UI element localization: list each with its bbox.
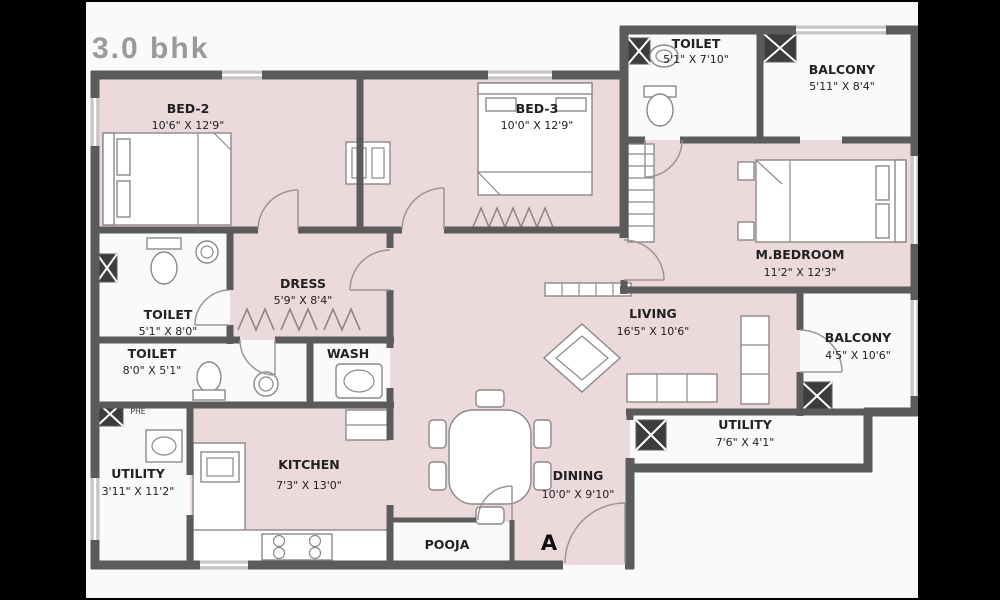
- toilet-mid-label: TOILET: [144, 307, 193, 322]
- kitchen-label: KITCHEN: [278, 457, 340, 472]
- utility-left-sink-icon: [145, 429, 183, 463]
- letterbox-right: [918, 0, 1000, 600]
- edge-line-bottom: [0, 598, 1000, 600]
- bed3-wardrobe-hatch: [472, 205, 554, 230]
- bed3-label: BED-3: [516, 101, 559, 116]
- master-bedroom-dims: 11'2" X 12'3": [764, 266, 837, 279]
- bed3-bed-icon: [477, 82, 593, 196]
- bed2-bed-icon: [102, 132, 232, 226]
- living-center-table-icon: [542, 323, 622, 393]
- pooja-floor: [393, 522, 512, 565]
- living-dims: 16'5" X 10'6": [617, 325, 690, 338]
- between-beds-shaft-icon: [345, 141, 391, 185]
- toilet-lower-dims: 8'0" X 5'1": [123, 364, 182, 377]
- utility-left-label: UTILITY: [111, 466, 165, 481]
- edge-line-top: [0, 0, 1000, 2]
- dining-label: DINING: [553, 468, 604, 483]
- kitchen-fridge-icon: [345, 409, 389, 441]
- toilet-top-label: TOILET: [672, 36, 721, 51]
- phe-annotation: PHE: [131, 407, 146, 416]
- entry-marker: A: [541, 531, 558, 555]
- wash-label: WASH: [327, 346, 369, 361]
- wash-basin-icon: [335, 363, 383, 399]
- utility-right-dims: 7'6" X 4'1": [716, 436, 775, 449]
- letterbox-left: [0, 0, 86, 600]
- door-arcs: [194, 139, 843, 564]
- balcony-right-dims: 4'5" X 10'6": [825, 349, 891, 362]
- dress-label: DRESS: [280, 276, 326, 291]
- toilet-lower-sink-icon: [253, 371, 279, 397]
- bed2-dims: 10'6" X 12'9": [152, 119, 225, 132]
- master-bedroom-label: M.BEDROOM: [756, 247, 845, 262]
- toilet-top-sink-icon: [649, 44, 679, 68]
- toilet-top-shaft-icon: [627, 37, 651, 65]
- utility-left-dims: 3'11" X 11'2": [102, 485, 175, 498]
- toilet-lower-label: TOILET: [128, 346, 177, 361]
- utility-right-label: UTILITY: [718, 417, 772, 432]
- dress-wardrobe-hatch: [237, 306, 361, 333]
- room-labels: BED-2 10'6" X 12'9" BED-3 10'0" X 12'9" …: [102, 36, 893, 555]
- balcony-top-dims: 5'11" X 8'4": [809, 80, 875, 93]
- toilet-top-wc-icon: [643, 85, 677, 127]
- toilet-top-dims: 5'1" X 7'10": [663, 53, 729, 66]
- living-tv-unit-icon: [544, 282, 632, 297]
- toilet-mid-dims: 5'1" X 8'0": [139, 325, 198, 338]
- kitchen-sink-icon: [200, 451, 240, 483]
- balcony-top-label: BALCONY: [809, 62, 876, 77]
- dining-table-icon: [428, 389, 552, 525]
- utility-right-washing-machine-icon: [635, 419, 667, 451]
- master-wardrobe-icon: [627, 143, 655, 243]
- kitchen-stove-icon: [261, 533, 333, 561]
- pooja-label: POOJA: [425, 537, 470, 552]
- windows: [90, 25, 920, 570]
- toilet-mid-wc-icon: [146, 237, 182, 285]
- living-label: LIVING: [629, 306, 677, 321]
- toilet-mid-shaft-icon: [96, 253, 118, 283]
- page-title: 3.0 bhk: [92, 32, 209, 65]
- kitchen-dims: 7'3" X 13'0": [276, 479, 342, 492]
- bed3-dims: 10'0" X 12'9": [501, 119, 574, 132]
- balcony-right-label: BALCONY: [825, 330, 892, 345]
- dining-dims: 10'0" X 9'10": [542, 488, 615, 501]
- dress-dims: 5'9" X 8'4": [274, 294, 333, 307]
- living-sofa-icon: [626, 315, 770, 405]
- balcony-right-washing-machine-icon: [801, 381, 833, 411]
- master-bed-icon: [737, 159, 907, 243]
- toilet-lower-wc-icon: [192, 361, 226, 401]
- toilet-mid-sink-icon: [195, 240, 219, 264]
- bed2-label: BED-2: [167, 101, 210, 116]
- balcony-top-washing-machine-icon: [763, 33, 797, 63]
